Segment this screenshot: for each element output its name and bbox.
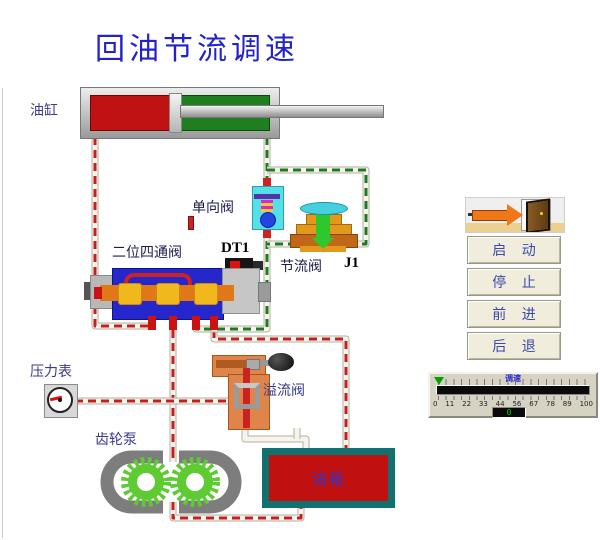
exit-door-handle	[540, 212, 543, 215]
slider-ticks-bottom	[438, 396, 590, 400]
oil-tank: 油箱	[262, 448, 395, 508]
tick-22: 22	[462, 400, 472, 408]
valve-right-stub	[258, 282, 271, 302]
gear-pump-label: 齿轮泵	[95, 433, 137, 448]
backward-button[interactable]: 后 退	[467, 332, 561, 360]
exit-floor	[466, 223, 564, 232]
slider-thumb-marker[interactable]	[434, 377, 444, 385]
exit-door-icon[interactable]	[465, 197, 565, 233]
slider-ticks-top	[438, 379, 590, 385]
pressure-gauge	[44, 384, 78, 418]
check-valve-seat	[254, 194, 280, 199]
tick-44: 44	[495, 400, 505, 408]
gear-left	[121, 457, 171, 507]
start-button[interactable]: 启 动	[467, 236, 561, 264]
stop-button[interactable]: 停 止	[467, 268, 561, 296]
window-edge-line	[2, 88, 3, 538]
slider-track[interactable]	[436, 385, 590, 395]
tick-89: 89	[562, 400, 572, 408]
valve-land-1	[118, 283, 142, 305]
slider-value-display[interactable]: 0	[492, 407, 526, 418]
solenoid-lamp	[230, 261, 240, 271]
cylinder-rod	[180, 105, 384, 118]
relief-knob	[268, 353, 294, 371]
check-valve	[250, 178, 284, 238]
slider-scale: 0 11 22 33 44 56 67 78 89 100	[433, 400, 593, 408]
exit-arrow-shaft	[472, 210, 508, 221]
throttle-knob	[300, 202, 348, 215]
cylinder-left-chamber	[90, 95, 172, 131]
solenoid-label: DT1	[221, 240, 250, 256]
page-title: 回油节流调速	[95, 33, 299, 66]
tick-100: 100	[579, 400, 593, 408]
throttle-valve	[290, 200, 358, 255]
tick-56: 56	[512, 400, 522, 408]
check-valve-ball	[260, 212, 276, 228]
directional-valve-label: 二位四通阀	[112, 246, 182, 261]
forward-button[interactable]: 前 进	[467, 300, 561, 328]
tick-78: 78	[546, 400, 555, 408]
directional-valve	[84, 255, 271, 333]
slider-title: 调速	[430, 373, 596, 384]
relief-internals	[234, 383, 260, 409]
throttle-body-bottom	[300, 246, 346, 252]
valve-channel-arc	[124, 273, 192, 291]
gear-pump	[100, 450, 242, 514]
relief-knob-rod	[260, 360, 272, 366]
valve-port-1	[148, 316, 156, 330]
exit-arrow-head	[507, 204, 523, 226]
relief-valve-label: 溢流阀	[263, 384, 305, 399]
gear-right	[170, 457, 220, 507]
speed-slider-panel: 调速 0 11 22 33 44 56 67 78 89 100 0	[428, 372, 598, 418]
tick-0: 0	[433, 400, 438, 408]
valve-port-2	[169, 316, 177, 330]
tick-33: 33	[478, 400, 488, 408]
cylinder-label: 油缸	[30, 104, 58, 119]
relief-red-channel	[243, 368, 250, 428]
relief-valve	[210, 350, 295, 432]
tick-67: 67	[529, 400, 539, 408]
check-valve-label: 单向阀	[192, 201, 234, 216]
exit-door	[526, 198, 550, 232]
valve-port-3	[192, 316, 200, 330]
valve-port-4	[210, 316, 218, 330]
tick-11: 11	[445, 400, 455, 408]
gauge-hub	[58, 398, 62, 402]
relief-top-channel	[216, 360, 256, 368]
junction-label: J1	[344, 255, 359, 271]
relief-adjuster	[246, 359, 260, 370]
throttle-needle-tip	[312, 238, 334, 249]
throttle-valve-label: 节流阀	[280, 260, 322, 275]
indicator-mark	[188, 216, 194, 230]
check-valve-spring	[261, 200, 273, 212]
valve-spool-tip	[94, 287, 102, 299]
valve-land-2	[156, 283, 180, 305]
solenoid-tab	[253, 261, 263, 270]
valve-land-3	[194, 283, 218, 305]
oil-tank-label: 油箱	[311, 471, 346, 488]
pressure-gauge-label: 压力表	[30, 365, 72, 380]
